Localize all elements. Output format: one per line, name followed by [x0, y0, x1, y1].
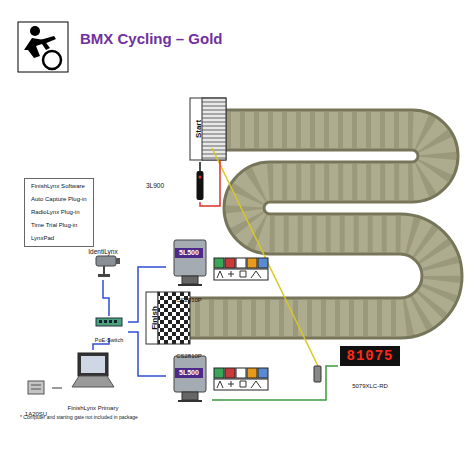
radio-device-box: 3L900 — [146, 160, 208, 202]
switch-box: PoE-Switch — [90, 316, 128, 338]
camera-box: 5L500 CS2810P — [166, 344, 212, 408]
cable — [52, 387, 62, 389]
camera-controls-bottom — [214, 368, 268, 390]
cyclist-icon — [18, 22, 68, 72]
identilynx-box: IdentiLynx — [80, 240, 126, 280]
software-item: RadioLynx Plug-in — [31, 209, 87, 215]
bmx-track — [190, 130, 442, 318]
scoreboard-digits: 81075 — [340, 346, 399, 366]
camera-controls-top — [214, 258, 268, 280]
camera-bottom — [174, 356, 206, 402]
photo-sensor — [314, 366, 321, 382]
software-item: Auto Capture Plug-in — [31, 196, 87, 202]
software-list-box: FinishLynx SoftwareAuto Capture Plug-inR… — [24, 178, 94, 247]
start-gate — [190, 98, 226, 160]
device-label: PoE-Switch — [95, 337, 123, 343]
gate-label: Start — [194, 120, 203, 138]
cable — [212, 366, 338, 400]
cable — [200, 160, 220, 206]
camera-box: 5L500CS2810P — [166, 236, 212, 298]
start-gate-box: Start — [190, 98, 226, 160]
device-label: IdentiLynx — [88, 248, 117, 255]
laptop — [72, 353, 114, 387]
poe-switch — [96, 318, 122, 326]
antenna-box: 1A20SU — [20, 378, 52, 410]
device-label: FinishLynx Primary — [68, 405, 119, 411]
radio-device — [197, 162, 204, 200]
gate-label: Finish — [150, 306, 159, 330]
scoreboard-box: 81075 5079XLC-RD — [338, 346, 402, 386]
cable — [103, 280, 109, 316]
computer-box: FinishLynx Primary — [62, 350, 124, 406]
model-badge: 5L500 — [175, 248, 203, 258]
antenna-device — [28, 381, 44, 394]
device-label: 3L900 — [146, 182, 164, 189]
device-label: CS2810P — [176, 353, 202, 359]
sight-line — [212, 148, 318, 366]
cable — [128, 267, 166, 322]
diagram-title: BMX Cycling – Gold — [80, 30, 223, 47]
software-item: FinishLynx Software — [31, 183, 87, 189]
identilynx-camera — [96, 256, 120, 277]
software-item: LynxPad — [31, 235, 87, 241]
model-badge: 5L500 — [175, 368, 203, 378]
camera-top — [174, 240, 206, 286]
cable — [128, 332, 166, 376]
software-item: Time Trial Plug-in — [31, 222, 87, 228]
device-label: 1A20SU — [25, 411, 47, 417]
device-label: 5079XLC-RD — [352, 383, 388, 389]
finish-line-box: Finish — [146, 292, 158, 344]
device-label: CS2810P — [176, 297, 202, 303]
